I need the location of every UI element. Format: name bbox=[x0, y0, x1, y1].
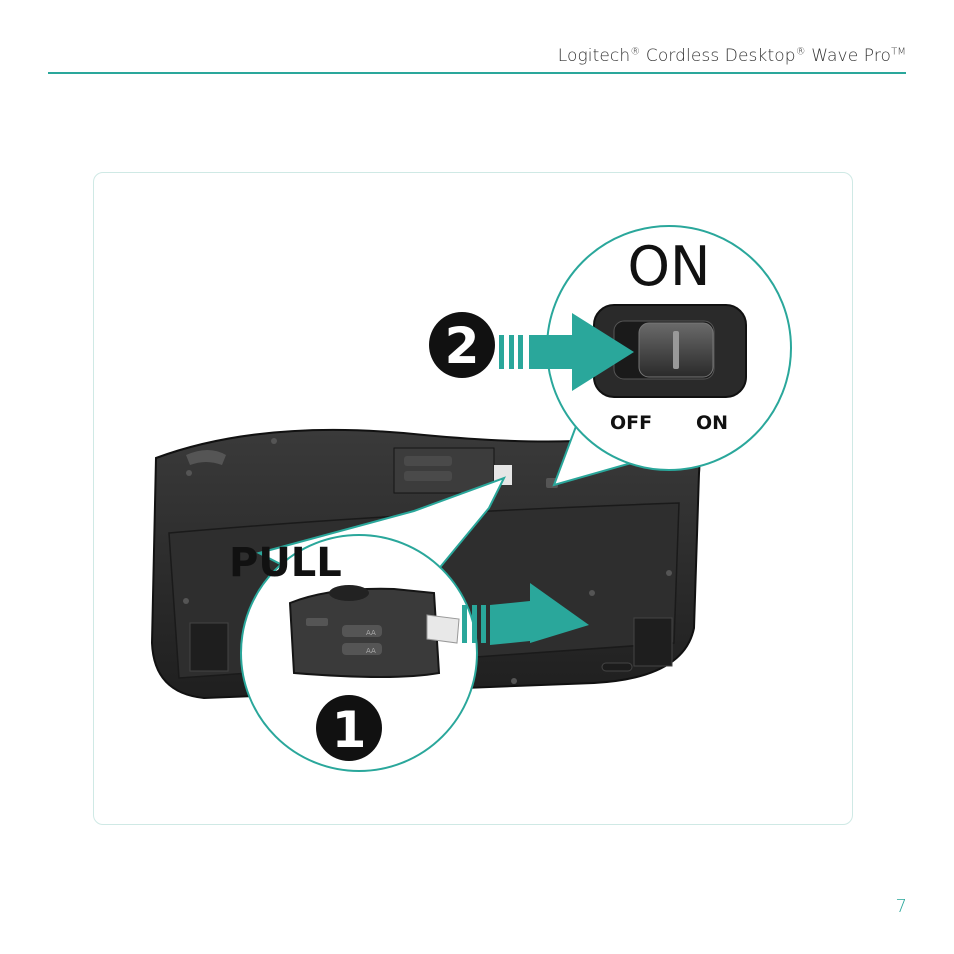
illustration-frame: AA AA PULL 1 ON bbox=[93, 172, 853, 825]
page-number: 7 bbox=[895, 896, 907, 917]
brand-name: Logitech bbox=[557, 46, 631, 66]
power-switch-icon bbox=[593, 304, 747, 398]
keyboard-power-illustration: AA AA PULL 1 ON bbox=[150, 225, 792, 772]
battery-label-bottom: AA bbox=[366, 647, 376, 655]
switch-callout: ON 2 OFF ON bbox=[429, 225, 792, 487]
registered-mark: ® bbox=[630, 46, 641, 58]
battery-slot-bottom bbox=[404, 471, 452, 481]
battery-label-top: AA bbox=[366, 629, 376, 637]
step-arrow-icon bbox=[462, 583, 589, 645]
header-title: Logitech® Cordless Desktop® Wave ProTM bbox=[558, 46, 906, 66]
step-2-number: 2 bbox=[445, 317, 480, 375]
product-name-part-1: Cordless Desktop bbox=[640, 46, 796, 66]
trademark: TM bbox=[891, 46, 906, 58]
pull-callout: AA AA PULL 1 bbox=[229, 476, 589, 772]
product-name-part-2: Wave Pro bbox=[805, 46, 892, 66]
pull-label: PULL bbox=[229, 540, 342, 586]
switch-off-label: OFF bbox=[610, 412, 652, 434]
registered-mark-2: ® bbox=[795, 46, 806, 58]
battery-slot-top bbox=[404, 456, 452, 466]
pull-tab-icon bbox=[426, 614, 460, 644]
step-arrow-icon bbox=[499, 313, 634, 391]
step-2-badge bbox=[429, 312, 495, 378]
page-header: Logitech® Cordless Desktop® Wave ProTM bbox=[48, 40, 906, 74]
step-1-number: 1 bbox=[332, 701, 367, 759]
switch-on-label: ON bbox=[696, 412, 728, 434]
on-heading: ON bbox=[628, 235, 711, 298]
step-1-badge bbox=[316, 695, 382, 761]
